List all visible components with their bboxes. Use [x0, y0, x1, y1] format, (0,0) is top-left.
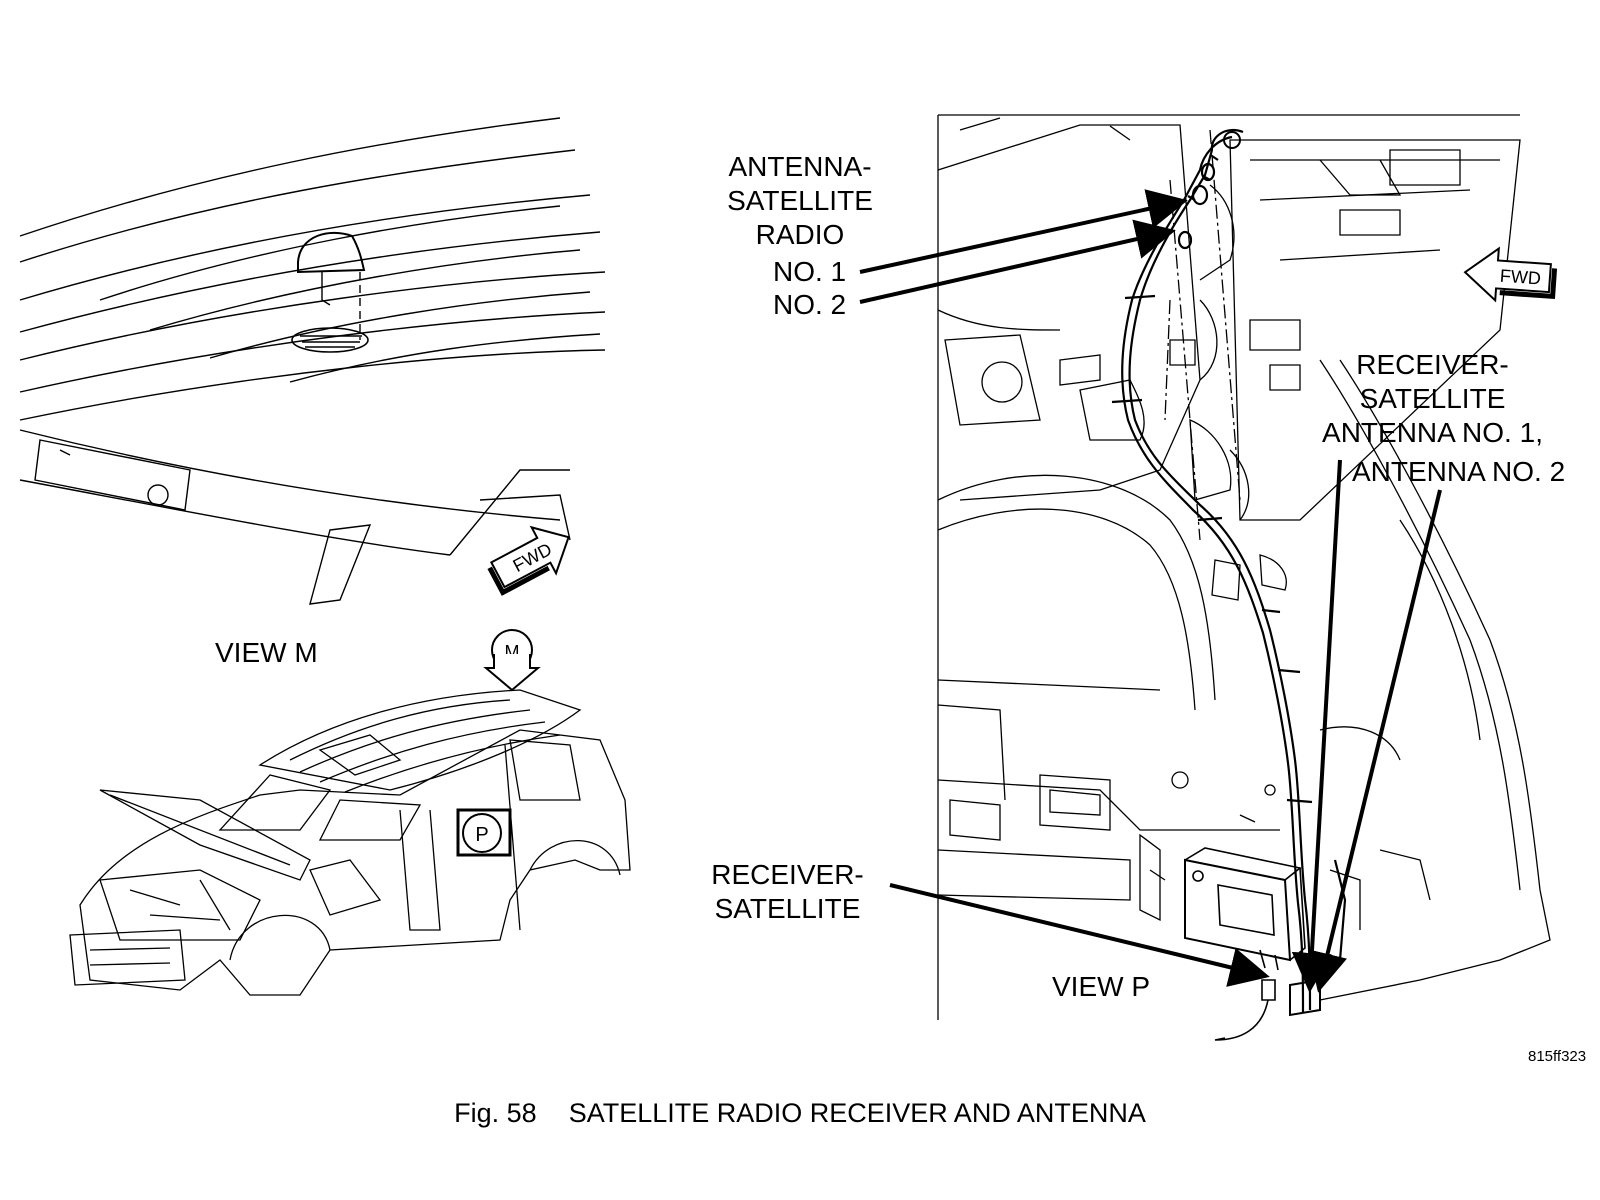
leader-receiver-antenna-no1 — [1291, 459, 1342, 993]
fwd-arrow-icon: FWD — [487, 525, 570, 596]
fwd-arrow-label: FWD — [1499, 266, 1541, 289]
view-p-marker-icon: P — [456, 808, 512, 857]
callout-leaders — [859, 189, 1442, 993]
leader-antenna-no2 — [859, 219, 1176, 304]
satellite-receiver-module — [1184, 847, 1306, 1041]
figure-number: Fig. 58 — [454, 1098, 537, 1128]
fwd-arrow-icon: FWD — [1463, 246, 1558, 303]
receiver-satellite-callout: RECEIVER- SATELLITE — [700, 858, 875, 926]
view-p-label: VIEW P — [1052, 971, 1151, 1002]
antenna-no1-label: NO. 1 — [773, 256, 847, 287]
leader-antenna-no1 — [859, 189, 1188, 274]
view-p-marker-letter: P — [475, 824, 488, 846]
vehicle-illustration — [69, 689, 631, 996]
callout-line: ANTENNA NO. 1, — [1322, 417, 1543, 448]
callout-line: SATELLITE — [1359, 383, 1506, 414]
antenna-no2-receiver-label: ANTENNA NO. 2 — [1352, 456, 1566, 487]
view-m-roof-illustration — [19, 117, 606, 605]
drawing-id: 815ff323 — [1528, 1048, 1587, 1065]
view-m-label: VIEW M — [215, 637, 318, 668]
antenna-no2-label: NO. 2 — [773, 289, 847, 320]
callout-line: ANTENNA- — [728, 151, 872, 182]
view-m-marker-icon: M — [483, 629, 541, 692]
leader-receiver-satellite — [889, 883, 1270, 987]
figure-caption: Fig. 58 SATELLITE RADIO RECEIVER AND ANTE… — [0, 1098, 1600, 1129]
view-p-quarter-panel-illustration — [937, 114, 1551, 1020]
figure-title: SATELLITE RADIO RECEIVER AND ANTENNA — [568, 1098, 1146, 1128]
callout-line: SATELLITE — [727, 185, 873, 216]
callout-line: SATELLITE — [714, 893, 861, 924]
callout-line: RECEIVER- — [1356, 349, 1509, 380]
antenna-cable-harness — [1111, 129, 1347, 1017]
receiver-satellite-antenna-callout: RECEIVER- SATELLITE ANTENNA NO. 1, — [1305, 348, 1560, 450]
antenna-satellite-radio-callout: ANTENNA- SATELLITE RADIO — [705, 150, 895, 252]
leader-receiver-antenna-no2 — [1308, 489, 1442, 993]
callout-line: RECEIVER- — [711, 859, 864, 890]
callout-line: RADIO — [755, 219, 845, 250]
